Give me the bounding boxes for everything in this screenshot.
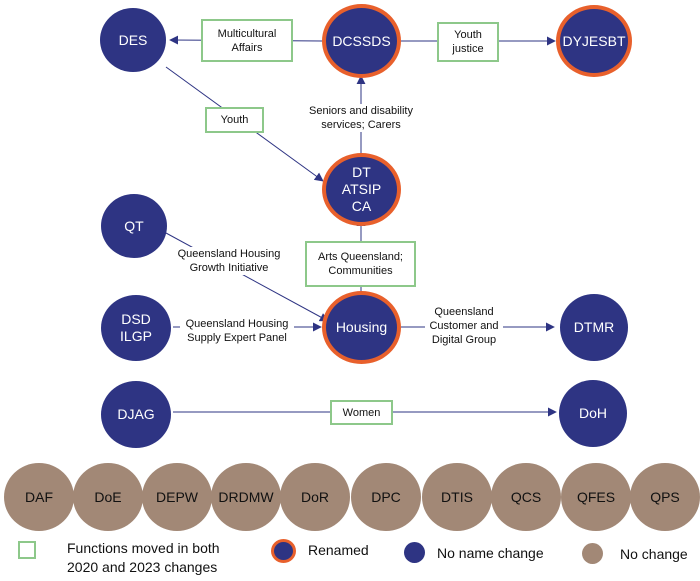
node-des: DES: [100, 8, 166, 72]
node-dpc: DPC: [351, 463, 421, 531]
node-dcssds: DCSSDS: [322, 4, 401, 78]
node-dtmr: DTMR: [560, 294, 628, 361]
node-qps: QPS: [630, 463, 700, 531]
node-doh: DoH: [559, 380, 627, 447]
node-dor: DoR: [280, 463, 350, 531]
node-qt: QT: [101, 194, 167, 258]
box-arts-communities: Arts Queensland;Communities: [305, 241, 416, 287]
node-qcs: QCS: [491, 463, 561, 531]
node-depw: DEPW: [142, 463, 212, 531]
node-housing: Housing: [322, 291, 401, 364]
legend-renamed-swatch: [271, 539, 296, 563]
node-drdmw: DRDMW: [211, 463, 281, 531]
node-djag: DJAG: [101, 381, 171, 448]
node-dyjesbt: DYJESBT: [556, 5, 632, 77]
box-women: Women: [330, 400, 393, 425]
node-qfes: QFES: [561, 463, 631, 531]
node-dtis: DTIS: [422, 463, 492, 531]
legend-renamed-label: Renamed: [308, 542, 369, 558]
legend-no-change-swatch: [582, 543, 603, 564]
legend-no-name-change-swatch: [404, 542, 425, 563]
node-daf: DAF: [4, 463, 74, 531]
legend-no-change-label: No change: [620, 546, 688, 562]
legend-moved-swatch: [18, 541, 36, 559]
legend-no-name-change-label: No name change: [437, 545, 544, 561]
node-doe: DoE: [73, 463, 143, 531]
box-youth: Youth: [205, 107, 264, 133]
